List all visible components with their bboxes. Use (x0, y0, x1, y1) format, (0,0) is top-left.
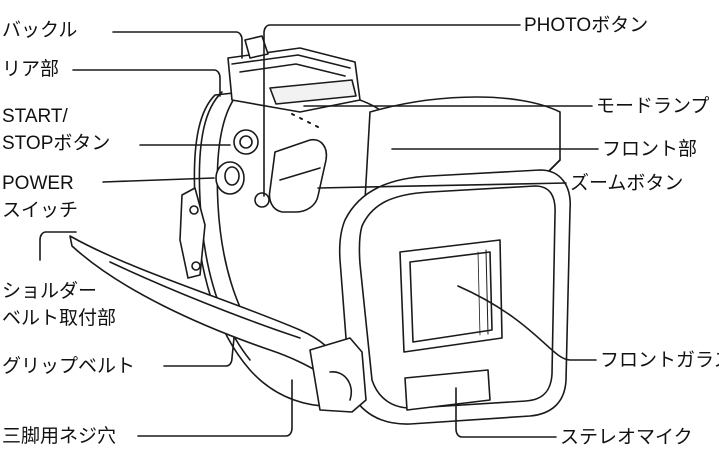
label-shoulder-line2: ベルト取付部 (2, 308, 117, 329)
label-photo: PHOTOボタン (524, 15, 649, 36)
start-stop-button (233, 129, 259, 155)
zoom-rocker (268, 138, 328, 213)
label-stereo-mic: ステレオマイク (560, 427, 693, 448)
grip-buckle (309, 337, 367, 413)
label-start-stop-line2: STOPボタン (2, 133, 111, 154)
front-glass (399, 239, 503, 353)
label-grip-belt: グリップベルト (2, 356, 136, 377)
label-rear: リア部 (2, 59, 60, 80)
mode-lamp (291, 113, 319, 128)
label-shoulder-line1: ショルダー (2, 281, 98, 302)
label-power-line2: スイッチ (2, 200, 79, 221)
label-zoom: ズームボタン (570, 173, 684, 194)
label-start-stop-line1: START/ (2, 106, 68, 127)
photo-button (254, 192, 270, 208)
label-mode-lamp: モードランプ (596, 96, 710, 117)
stereo-mic (404, 369, 491, 411)
label-tripod: 三脚用ネジ穴 (2, 426, 117, 447)
label-buckle: バックル (2, 20, 78, 41)
label-front: フロント部 (602, 139, 698, 160)
label-power-line1: POWER (2, 173, 74, 194)
